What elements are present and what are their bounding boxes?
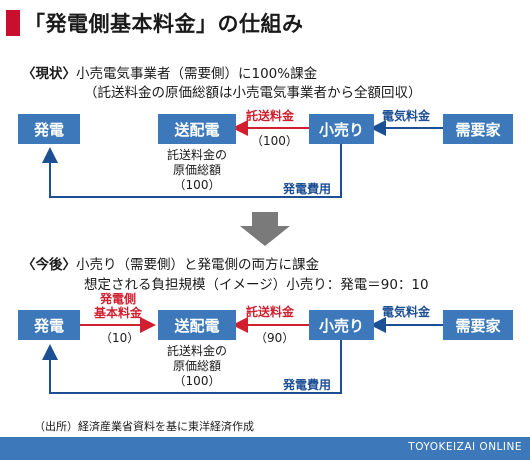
- future-tag: 〈今後〉: [22, 257, 76, 273]
- future-generation-cost-arrow: [42, 340, 342, 394]
- future-transmission-box: 送配電: [158, 310, 236, 340]
- current-wheeling-total: 託送料金の 原価総額 （100）: [166, 148, 227, 192]
- transition-arrow: [240, 212, 290, 246]
- current-electricity-label: 電気料金: [382, 109, 431, 123]
- current-line2: （託送料金の原価総額は小売電気事業者から全額回収）: [84, 85, 422, 101]
- future-wheeling-total: 託送料金の 原価総額 （100）: [166, 344, 227, 388]
- page-title: 「発電側基本料金」の仕組み: [24, 12, 304, 36]
- future-electricity-label: 電気料金: [382, 305, 431, 319]
- future-generation-box: 発電: [18, 310, 80, 340]
- future-line2: 想定される負担規模（イメージ）小売り：発電＝90：10: [84, 277, 429, 293]
- title-marker: [6, 10, 20, 36]
- future-header: 〈今後〉小売り（需要側）と発電側の両方に課金: [22, 253, 319, 273]
- future-gen-amount: （10）: [100, 331, 140, 345]
- future-wheeling-label: 託送料金: [246, 305, 295, 319]
- current-header: 〈現状〉小売電気事業者（需要側）に100%課金: [22, 62, 317, 82]
- current-line1: 小売電気事業者（需要側）に100%課金: [76, 66, 318, 82]
- current-generation-cost-label: 発電費用: [283, 182, 332, 196]
- current-wheeling-label: 託送料金: [246, 109, 295, 123]
- future-line1: 小売り（需要側）と発電側の両方に課金: [76, 257, 319, 273]
- current-retail-box: 小売り: [309, 114, 374, 144]
- future-retail-box: 小売り: [309, 310, 374, 340]
- current-tag: 〈現状〉: [22, 66, 76, 82]
- footer-bar: [0, 437, 530, 460]
- current-generation-box: 発電: [18, 114, 80, 144]
- future-consumer-box: 需要家: [443, 310, 513, 340]
- current-transmission-box: 送配電: [158, 114, 236, 144]
- current-consumer-box: 需要家: [443, 114, 513, 144]
- current-generation-cost-arrow: [42, 143, 342, 198]
- future-generation-cost-label: 発電費用: [283, 378, 332, 392]
- future-wheeling-amount: （90）: [255, 331, 295, 345]
- source-note: （出所）経済産業省資料を基に東洋経済作成: [34, 420, 254, 433]
- future-gen-basic-label: 発電側 基本料金: [93, 292, 142, 320]
- brand-label: TOYOKEIZAI ONLINE: [408, 441, 522, 453]
- current-wheeling-amount: （100）: [251, 134, 298, 148]
